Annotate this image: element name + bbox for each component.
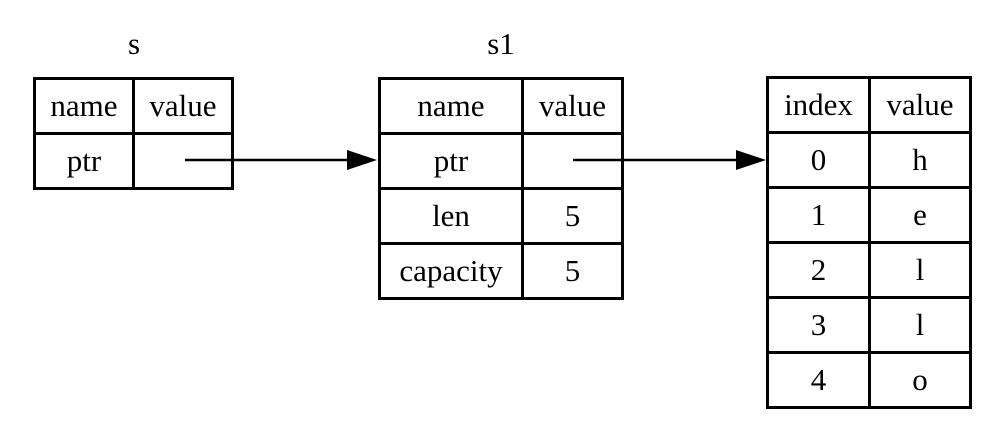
s-header-name: name — [36, 80, 132, 132]
s-row-ptr-value — [135, 135, 231, 187]
s-row-ptr-name: ptr — [36, 135, 132, 187]
table-s-title: s — [127, 26, 141, 61]
table-heap: index value 0 h 1 e 2 l 3 l 4 o — [766, 76, 972, 409]
heap-row-1-index: 1 — [769, 189, 868, 241]
table-s: name value ptr — [33, 77, 234, 190]
s1-header-name: name — [381, 80, 521, 132]
heap-header-index: index — [769, 79, 868, 131]
heap-row-2-value: l — [871, 244, 969, 296]
heap-row-4-index: 4 — [769, 354, 868, 406]
s-header-value: value — [135, 80, 231, 132]
heap-row-0-value: h — [871, 134, 969, 186]
heap-row-2-index: 2 — [769, 244, 868, 296]
heap-row-1-value: e — [871, 189, 969, 241]
heap-row-4-value: o — [871, 354, 969, 406]
s1-row-capacity-name: capacity — [381, 245, 521, 297]
table-s1: name value ptr len 5 capacity 5 — [378, 77, 624, 300]
heap-row-3-value: l — [871, 299, 969, 351]
heap-row-3-index: 3 — [769, 299, 868, 351]
s1-row-len-value: 5 — [524, 190, 621, 242]
s1-row-ptr-name: ptr — [381, 135, 521, 187]
s1-row-ptr-value — [524, 135, 621, 187]
table-s1-title: s1 — [487, 26, 515, 61]
s1-row-capacity-value: 5 — [524, 245, 621, 297]
s1-row-len-name: len — [381, 190, 521, 242]
s1-header-value: value — [524, 80, 621, 132]
heap-header-value: value — [871, 79, 969, 131]
heap-row-0-index: 0 — [769, 134, 868, 186]
